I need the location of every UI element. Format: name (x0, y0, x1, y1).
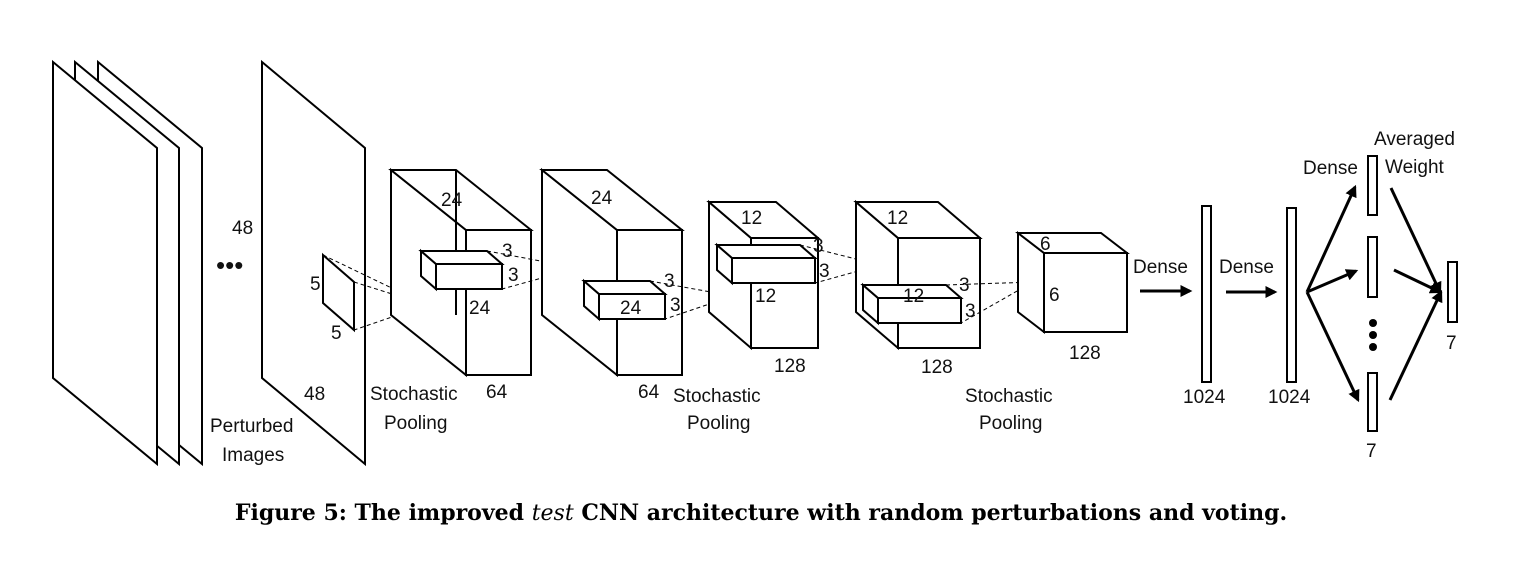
input-size-top: 48 (232, 218, 253, 239)
output-layer (1447, 261, 1458, 323)
dense-label-1: Dense (1133, 257, 1188, 278)
perturbed-label-line2: Images (222, 445, 284, 466)
kernel-1-height: 5 (310, 274, 321, 295)
caption-prefix: Figure 5: The improved (234, 500, 532, 526)
conv5-side: 6 (1049, 285, 1060, 306)
ellipsis-dots: ••• (216, 250, 243, 280)
vote-dot-1 (1369, 319, 1377, 327)
conv2-kernel-b: 3 (670, 295, 681, 316)
conv-block-2-kernel (581, 278, 668, 322)
conv-block-5 (1015, 230, 1130, 335)
pool2-line2: Pooling (687, 413, 750, 434)
conv1-mid: 24 (469, 298, 491, 319)
caption-suffix: CNN architecture with random perturbatio… (573, 500, 1288, 526)
pool1-line2: Pooling (384, 413, 447, 434)
conv-block-3-kernel (714, 242, 818, 286)
fc2-size: 1024 (1268, 387, 1311, 408)
conv-block-3 (706, 199, 821, 351)
fc1-size: 1024 (1183, 387, 1226, 408)
conv5-top: 6 (1040, 234, 1051, 255)
input-image-1 (52, 59, 158, 467)
avg-arrow-top (1389, 187, 1442, 295)
input-image-stack (52, 59, 203, 467)
figure-caption: Figure 5: The improved test CNN architec… (0, 500, 1522, 526)
averaged-label-line2: Weight (1385, 157, 1445, 178)
conv1-kernel-a: 3 (502, 241, 513, 262)
conv4-depth: 128 (921, 357, 953, 378)
caption-italic: test (531, 501, 574, 526)
conv3-kernel-a: 3 (813, 236, 824, 257)
perturbed-image-plane (261, 59, 366, 467)
vote-head-1 (1367, 155, 1378, 216)
vote-dot-2 (1369, 331, 1377, 339)
conv-block-1-kernel (418, 248, 505, 292)
conv4-kernel-a: 3 (959, 275, 970, 296)
pool2-line1: Stochastic (673, 386, 761, 407)
vote-arrow-mid (1306, 269, 1359, 294)
conv2-depth: 64 (638, 382, 660, 403)
kernel-1-width: 5 (331, 323, 342, 344)
pool3-line1: Stochastic (965, 386, 1053, 407)
dense-label-3: Dense (1303, 158, 1358, 179)
input-size-bottom: 48 (304, 384, 325, 405)
perturbed-label-line1: Perturbed (210, 416, 293, 437)
averaged-label-line1: Averaged (1374, 129, 1455, 150)
vote-dot-3 (1369, 343, 1377, 351)
conv4-mid: 12 (903, 286, 924, 307)
output-size: 7 (1446, 333, 1457, 354)
vote-arrow-bottom (1305, 291, 1360, 403)
conv-block-1 (388, 167, 534, 378)
conv3-mid: 12 (755, 286, 776, 307)
avg-arrow-mid (1393, 268, 1443, 294)
conv3-top: 12 (741, 208, 762, 229)
vote-size: 7 (1366, 441, 1377, 462)
conv2-kernel-a: 3 (664, 271, 675, 292)
conv1-top: 24 (441, 190, 463, 211)
vote-arrow-top (1305, 184, 1357, 293)
conv4-top: 12 (887, 208, 908, 229)
vote-head-3 (1367, 372, 1378, 432)
vote-head-2 (1367, 236, 1378, 298)
avg-arrow-bottom (1388, 289, 1443, 401)
conv4-kernel-b: 3 (965, 301, 976, 322)
conv2-top: 24 (591, 188, 613, 209)
pool3-line2: Pooling (979, 413, 1042, 434)
pool1-line1: Stochastic (370, 384, 458, 405)
conv-block-2 (539, 167, 685, 378)
conv1-kernel-b: 3 (508, 265, 519, 286)
fc-layer-2 (1286, 207, 1297, 383)
conv2-mid: 24 (620, 298, 642, 319)
dense-label-2: Dense (1219, 257, 1274, 278)
conv-block-4-kernel (860, 282, 964, 326)
conv3-kernel-b: 3 (819, 261, 830, 282)
fc-layer-1 (1201, 205, 1212, 383)
conv1-depth: 64 (486, 382, 508, 403)
conv5-depth: 128 (1069, 343, 1101, 364)
conv3-depth: 128 (774, 356, 806, 377)
